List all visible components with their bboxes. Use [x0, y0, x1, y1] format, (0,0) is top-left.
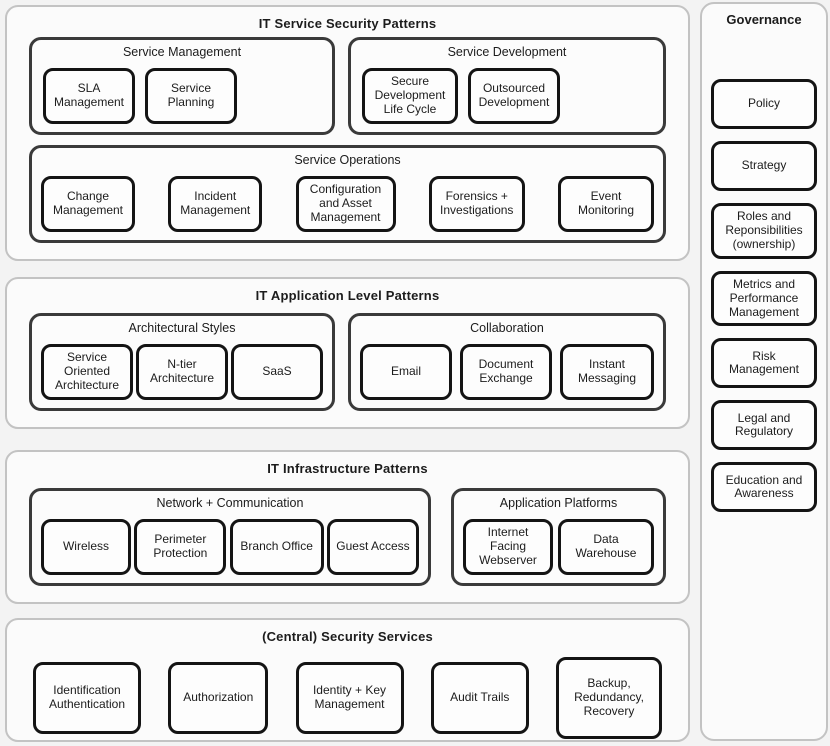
pattern-secure-development-life-cycle: Secure Development Life Cycle: [362, 68, 458, 124]
group-title: Application Platforms: [499, 496, 618, 510]
pattern-email: Email: [360, 344, 452, 400]
pattern-instant-messaging: Instant Messaging: [560, 344, 654, 400]
section-title: IT Service Security Patterns: [258, 16, 437, 31]
pattern-n-tier-architecture: N-tier Architecture: [136, 344, 228, 400]
security-services-row: Identification Authentication Authorizat…: [29, 657, 666, 739]
service-backup-redundancy-recovery: Backup, Redundancy, Recovery: [556, 657, 662, 739]
pattern-configuration-and-asset-management: Configuration and Asset Management: [295, 176, 396, 232]
section2-row: Architectural Styles Service Oriented Ar…: [29, 313, 666, 411]
pattern-wireless: Wireless: [41, 519, 131, 575]
group-title: Service Operations: [294, 153, 401, 167]
section-title: IT Application Level Patterns: [255, 288, 440, 303]
section-title: (Central) Security Services: [262, 629, 433, 644]
leaf-row: SLA Management Service Planning: [39, 65, 325, 127]
pattern-forensics-investigations: Forensics + Investigations: [428, 176, 525, 232]
gov-roles-responsibilities: Roles and Reponsibilities (ownership): [711, 203, 817, 259]
section-it-infrastructure-patterns: IT Infrastructure Patterns Network + Com…: [5, 450, 690, 604]
group-title: Service Management: [122, 45, 242, 59]
governance-items: Policy Strategy Roles and Reponsibilitie…: [711, 79, 817, 513]
group-service-management: Service Management SLA Management Servic…: [29, 37, 335, 135]
gov-education-awareness: Education and Awareness: [711, 462, 817, 513]
leaf-row: Email Document Exchange Instant Messagin…: [358, 341, 656, 403]
pattern-saas: SaaS: [231, 344, 323, 400]
section-it-service-security-patterns: IT Service Security Patterns Service Man…: [5, 5, 690, 261]
gov-strategy: Strategy: [711, 141, 817, 191]
section1-top-row: Service Management SLA Management Servic…: [29, 37, 666, 135]
pattern-change-management: Change Management: [41, 176, 135, 232]
service-audit-trails: Audit Trails: [430, 662, 529, 734]
group-title: Network + Communication: [156, 496, 304, 510]
group-collaboration: Collaboration Email Document Exchange In…: [348, 313, 666, 411]
group-title: Service Development: [447, 45, 567, 59]
leaf-row: Wireless Perimeter Protection Branch Off…: [39, 516, 421, 578]
pattern-service-planning: Service Planning: [145, 68, 237, 124]
leaf-row: Service Oriented Architecture N-tier Arc…: [39, 341, 325, 403]
section3-row: Network + Communication Wireless Perimet…: [29, 488, 666, 586]
group-service-operations: Service Operations Change Management Inc…: [29, 145, 666, 243]
gov-legal-regulatory: Legal and Regulatory: [711, 400, 817, 451]
group-title: Architectural Styles: [128, 321, 236, 335]
pattern-guest-access: Guest Access: [326, 519, 419, 575]
section-it-application-level-patterns: IT Application Level Patterns Architectu…: [5, 277, 690, 429]
group-service-development: Service Development Secure Development L…: [348, 37, 666, 135]
service-identity-key-management: Identity + Key Management: [295, 662, 404, 734]
pattern-internet-facing-webserver: Internet Facing Webserver: [463, 519, 553, 575]
pattern-outsourced-development: Outsourced Development: [468, 68, 560, 124]
leaf-row: Internet Facing Webserver Data Warehouse: [461, 516, 656, 578]
gov-metrics-performance-management: Metrics and Performance Management: [711, 270, 817, 327]
pattern-event-monitoring: Event Monitoring: [558, 176, 654, 232]
leaf-row: Change Management Incident Management Co…: [39, 173, 656, 235]
group-network-communication: Network + Communication Wireless Perimet…: [29, 488, 431, 586]
group-title: Collaboration: [470, 321, 544, 335]
pattern-data-warehouse: Data Warehouse: [558, 519, 654, 575]
governance-title: Governance: [726, 12, 802, 27]
patterns-column: IT Service Security Patterns Service Man…: [5, 5, 690, 742]
section-central-security-services: (Central) Security Services Identificati…: [5, 618, 690, 742]
service-identification-authentication: Identification Authentication: [33, 662, 141, 734]
group-application-platforms: Application Platforms Internet Facing We…: [451, 488, 666, 586]
pattern-branch-office: Branch Office: [229, 519, 324, 575]
group-architectural-styles: Architectural Styles Service Oriented Ar…: [29, 313, 335, 411]
gov-policy: Policy: [711, 79, 817, 129]
gov-risk-management: Risk Management: [711, 338, 817, 389]
pattern-document-exchange: Document Exchange: [460, 344, 552, 400]
governance-panel: Governance Policy Strategy Roles and Rep…: [700, 2, 828, 741]
service-authorization: Authorization: [168, 662, 269, 734]
pattern-perimeter-protection: Perimeter Protection: [134, 519, 227, 575]
pattern-incident-management: Incident Management: [168, 176, 263, 232]
section-title: IT Infrastructure Patterns: [267, 461, 428, 476]
pattern-sla-management: SLA Management: [43, 68, 135, 124]
pattern-service-oriented-architecture: Service Oriented Architecture: [41, 344, 133, 400]
leaf-row: Secure Development Life Cycle Outsourced…: [358, 65, 656, 127]
